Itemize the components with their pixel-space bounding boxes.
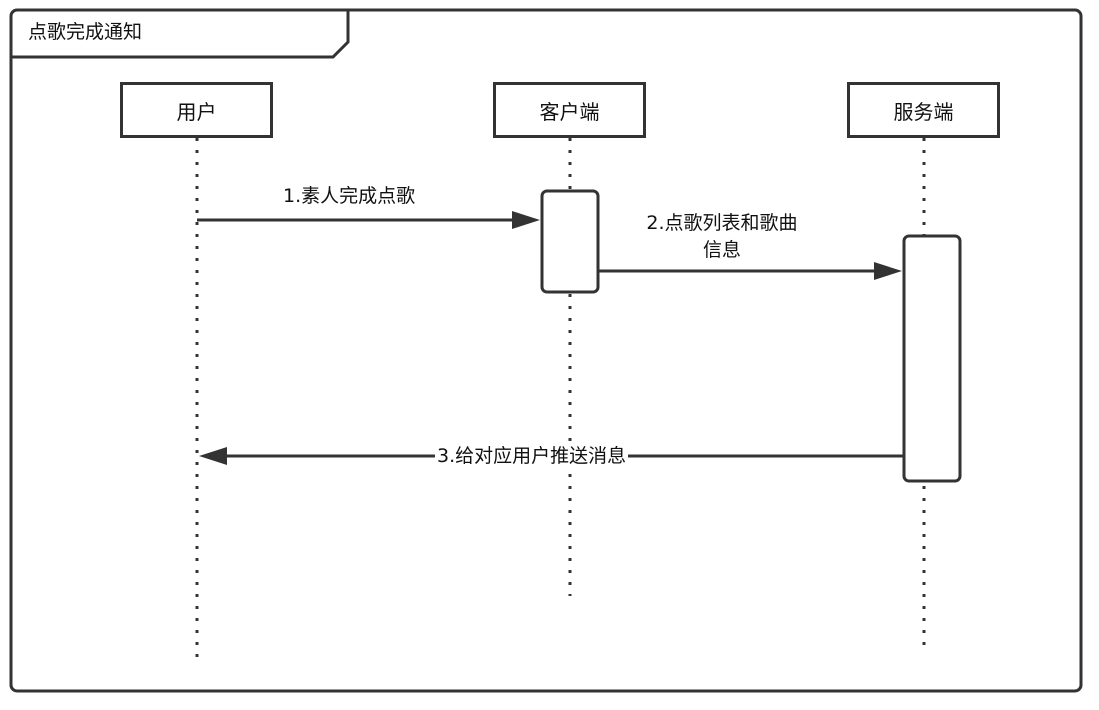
lifeline-user-label: 用户 <box>176 99 217 124</box>
activation-server <box>902 234 962 483</box>
message-2-label: 2.点歌列表和歌曲 信息 <box>622 210 822 264</box>
lifeline-client: 客户端 <box>493 82 646 138</box>
message-1-label: 1.素人完成点歌 <box>283 183 416 209</box>
lifeline-server: 服务端 <box>847 82 1000 138</box>
frame-title: 点歌完成通知 <box>28 21 143 43</box>
lifeline-client-label: 客户端 <box>539 99 600 124</box>
message-2-label-line-2: 信息 <box>702 239 741 261</box>
message-2-arrowhead <box>874 262 902 280</box>
frame-title-tab <box>11 10 350 59</box>
message-3-arrowhead <box>199 447 227 465</box>
message-3-label: 3.给对应用户推送消息 <box>435 443 629 469</box>
lifeline-user: 用户 <box>120 82 273 138</box>
lifeline-server-label: 服务端 <box>893 99 954 124</box>
message-2-label-line-1: 2.点歌列表和歌曲 <box>646 212 798 234</box>
frame-border <box>9 8 1083 693</box>
message-1-arrowhead <box>512 211 540 229</box>
activation-client <box>540 189 600 294</box>
